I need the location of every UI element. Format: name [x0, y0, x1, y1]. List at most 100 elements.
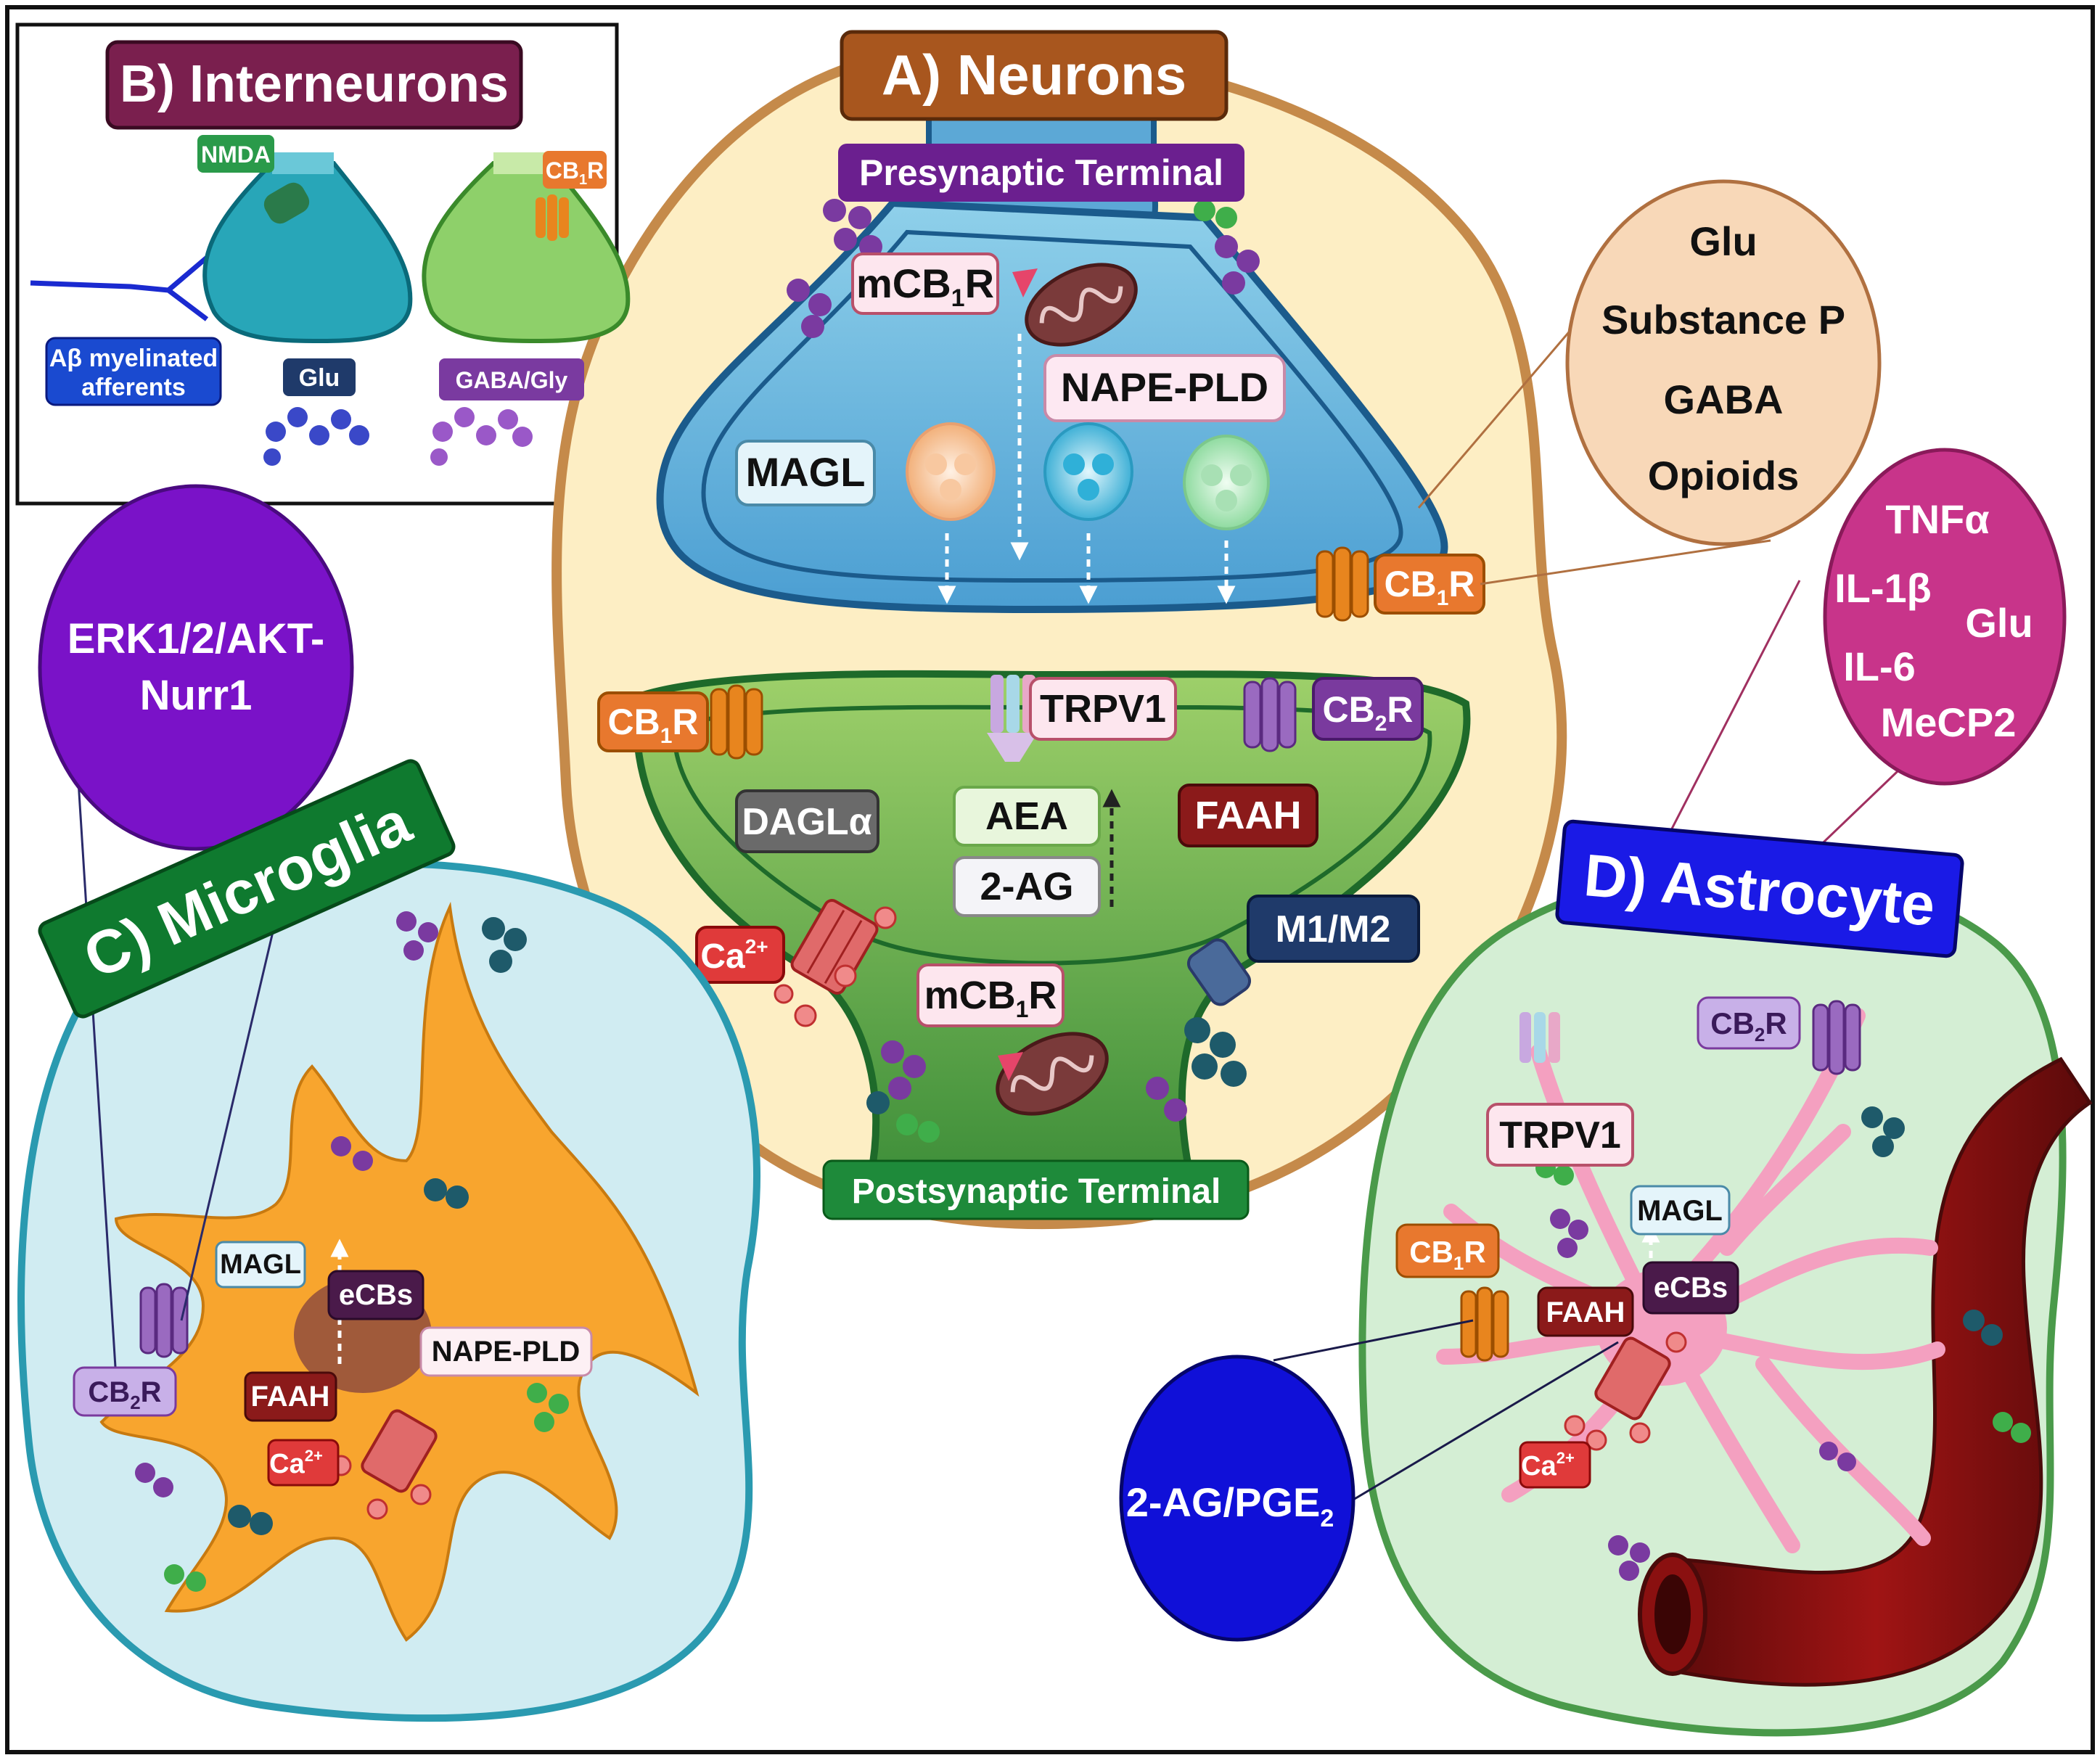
neurons-title-badge: A) Neurons [840, 30, 1229, 121]
glutamatergic-axon [272, 152, 334, 174]
gaba-dots [430, 407, 533, 466]
vesicle-icon [906, 422, 996, 521]
neurotransmitter-clusters [787, 199, 1260, 1143]
mcb1r-marker-icon [998, 1052, 1023, 1081]
afferent-fiber [30, 255, 209, 321]
mediator-connector [1273, 1319, 1474, 1362]
mitochondrion-icon [996, 1032, 1109, 1116]
svg-text:2-AG: 2-AG [980, 865, 1073, 908]
calcium-ions [330, 1455, 432, 1520]
calcium-ions [774, 906, 897, 1027]
neurons-title: A) Neurons [882, 43, 1186, 107]
cb1r-interneuron-icon [536, 194, 569, 241]
microglia-clusters [135, 911, 438, 1497]
magl-pre-label: MAGL [735, 440, 876, 506]
cb2r-neuron-label: CB2R [1312, 677, 1424, 741]
astrocyte-title-badge: D) Astrocyte [1555, 819, 1964, 958]
cb1r-receptor-icon [1316, 546, 1369, 622]
mcb1r-pre-label: mCB1R [851, 252, 999, 315]
svg-text:CB2R: CB2R [1710, 1006, 1787, 1045]
svg-text:TNFα: TNFα [1885, 496, 1989, 542]
svg-text:MAGL: MAGL [220, 1249, 301, 1280]
faah-microglia-label: FAAH [244, 1371, 337, 1422]
release-connector [1480, 539, 1771, 585]
svg-text:FAAH: FAAH [251, 1381, 330, 1413]
pathway-bubble [38, 484, 354, 851]
ca-astrocyte-label: Ca2+ [1519, 1441, 1591, 1489]
svg-text:MeCP2: MeCP2 [1881, 699, 2017, 745]
cb1r-receptor-icon [710, 684, 763, 760]
calcium-ions [1564, 1331, 1687, 1451]
cb2r-microglia-label: CB2R [73, 1366, 177, 1417]
two-ag-label: 2-AG [953, 856, 1101, 917]
cytokine-bubble [1823, 448, 2067, 786]
svg-text:CB1R: CB1R [1409, 1235, 1485, 1274]
presynaptic-label: Presynaptic Terminal [838, 144, 1244, 202]
glu-interneuron-label: Glu [283, 358, 356, 396]
calcium-channel-icon [790, 899, 879, 995]
svg-text:CB1R: CB1R [546, 157, 604, 188]
glutamatergic-terminal [202, 161, 413, 344]
postsynaptic-label: Postsynaptic Terminal [822, 1159, 1250, 1220]
nape-pld-microglia-label: NAPE-PLD [419, 1326, 593, 1377]
nmda-receptor-icon [263, 182, 310, 224]
cb1r-pre-label: CB1R [1374, 554, 1485, 615]
faah-neuron-label: FAAH [1178, 784, 1318, 847]
svg-text:CB1R: CB1R [1384, 564, 1474, 610]
mcb1r-marker-icon [1012, 268, 1038, 297]
pathway-connector [71, 689, 118, 1379]
release-arrows [938, 334, 1236, 604]
cb2r-receptor-icon [1243, 677, 1297, 752]
interneurons-title-badge: B) Interneurons [105, 40, 523, 130]
aea-label: AEA [953, 786, 1101, 847]
interneurons-title: B) Interneurons [120, 55, 509, 113]
mediator-label: 2-AG/PGE2 [1126, 1479, 1334, 1532]
ab-afferents-label: Aβ myelinated afferents [45, 337, 222, 406]
ca-microglia-label: Ca2+ [267, 1439, 340, 1487]
svg-text:eCBs: eCBs [339, 1279, 413, 1311]
ecbs-microglia-label: eCBs [327, 1270, 424, 1320]
svg-text:NMDA: NMDA [201, 141, 271, 168]
gaba-gly-label: GABA/Gly [439, 358, 584, 400]
vessel-lumen-inner [1654, 1574, 1691, 1654]
magl-astrocyte-label: MAGL [1630, 1185, 1731, 1236]
cb1r-post-label: CB1R [597, 691, 709, 752]
svg-text:Ca2+: Ca2+ [700, 935, 768, 976]
svg-text:DAGLα: DAGLα [742, 801, 871, 843]
svg-text:mCB1R: mCB1R [856, 260, 994, 312]
svg-text:GABA/Gly: GABA/Gly [456, 367, 568, 393]
m1m2-label: M1/M2 [1247, 895, 1420, 963]
mitochondrion-icon [1025, 263, 1138, 347]
astrocyte-clusters [1550, 1209, 1856, 1581]
release-item: Opioids [1648, 453, 1799, 498]
faah-astrocyte-label: FAAH [1537, 1286, 1634, 1337]
calcium-channel-icon [1594, 1336, 1671, 1421]
trpv1-neuron-label: TRPV1 [1029, 677, 1177, 741]
svg-text:Ca2+: Ca2+ [269, 1447, 323, 1479]
ecbs-astrocyte-label: eCBs [1642, 1261, 1739, 1315]
microglia-clusters [228, 917, 527, 1535]
magl-microglia-label: MAGL [215, 1241, 306, 1289]
svg-text:Aβ myelinated: Aβ myelinated [49, 345, 218, 372]
svg-text:IL-6: IL-6 [1843, 644, 1916, 689]
cb1r-astrocyte-icon [1460, 1286, 1509, 1362]
svg-text:afferents: afferents [81, 374, 186, 401]
nmda-label: NMDA [197, 135, 274, 173]
release-item: Glu [1689, 218, 1757, 264]
mediator-bubble [1119, 1355, 1355, 1642]
svg-text:IL-1β: IL-1β [1834, 565, 1932, 611]
svg-text:Ca2+: Ca2+ [1521, 1449, 1575, 1482]
glu-dots [263, 407, 369, 466]
svg-text:AEA: AEA [985, 794, 1068, 838]
dagla-label: DAGLα [735, 789, 879, 853]
mcb1r-post-label: mCB1R [916, 963, 1065, 1027]
svg-text:MAGL: MAGL [1637, 1195, 1723, 1227]
svg-text:eCBs: eCBs [1654, 1272, 1728, 1304]
svg-text:NAPE-PLD: NAPE-PLD [1061, 364, 1268, 410]
svg-text:MAGL: MAGL [746, 449, 866, 495]
svg-text:TRPV1: TRPV1 [1040, 687, 1166, 731]
svg-text:CB2R: CB2R [1322, 689, 1413, 736]
release-item: Substance P [1601, 297, 1845, 342]
svg-text:Glu: Glu [299, 364, 340, 392]
